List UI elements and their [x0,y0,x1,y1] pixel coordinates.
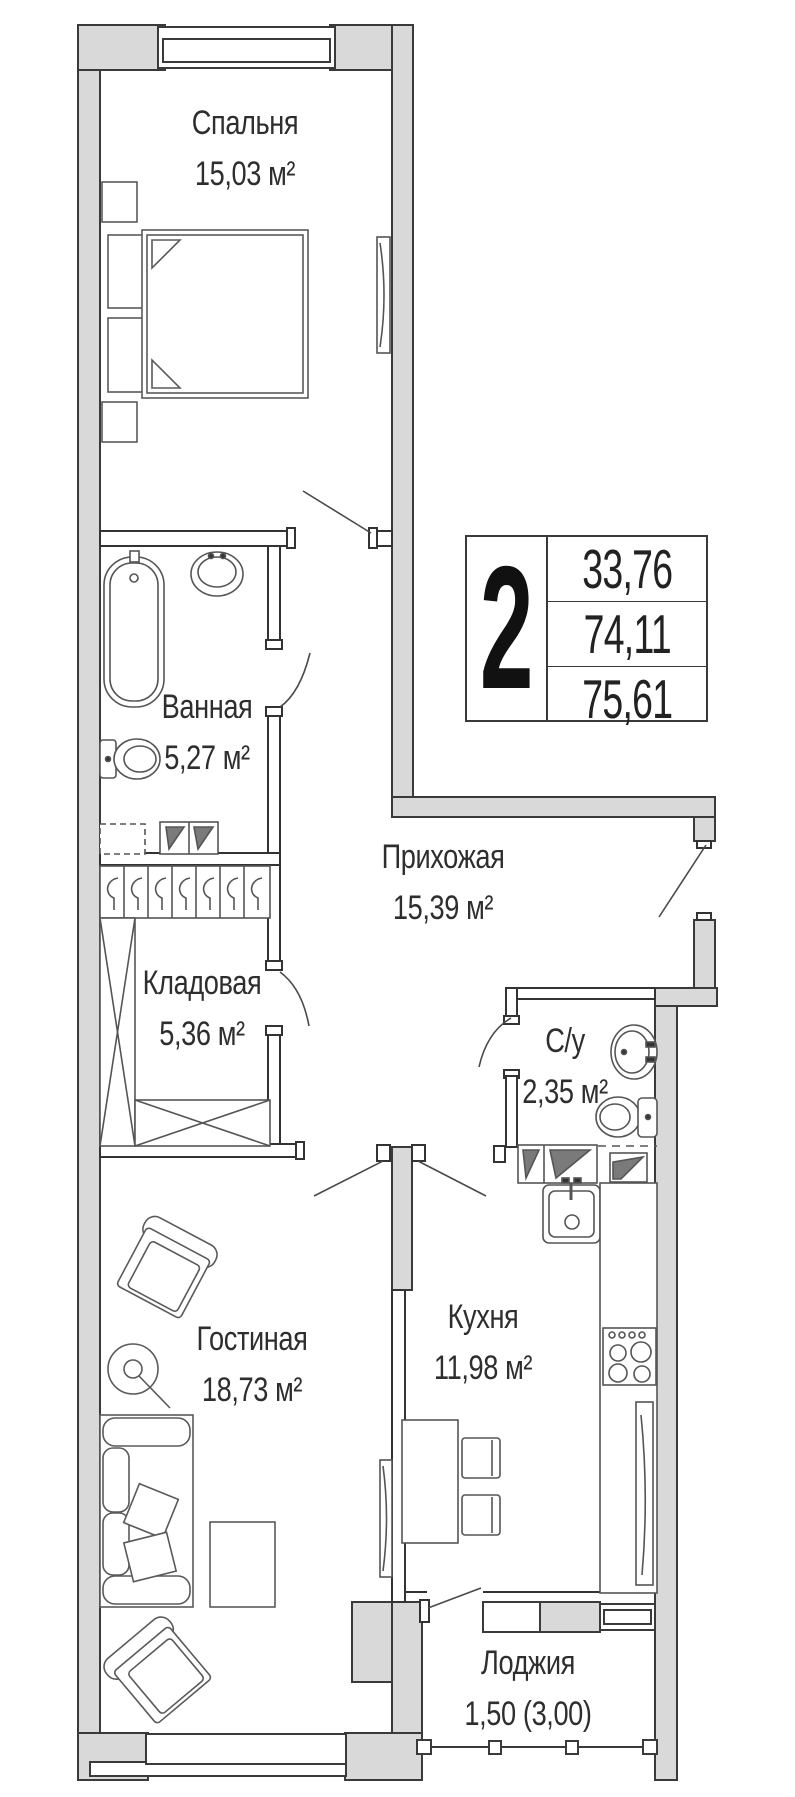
bathroom-fixtures [99,550,244,855]
room-name: Кладовая [142,964,262,1002]
room-area: 5,36 м² [159,1015,245,1053]
room-label-bathroom: Ванная 5,27 м² [162,688,253,777]
room-name: Прихожая [381,838,505,876]
loggia-door-panel [482,1601,541,1633]
washer-space-icon [99,821,219,855]
washbasin-icon [190,551,244,597]
stove-icon [602,1327,657,1386]
floor-lamp-icon [107,1343,171,1409]
room-label-kitchen: Кухня 11,98 м² [433,1298,533,1387]
shelf-box-icon [134,1099,271,1147]
storage-door-leaf [279,971,310,1027]
storage-fixtures [99,865,271,1147]
room-name: Лоджия [481,1644,575,1682]
bedroom-door-leaf [302,490,372,534]
loggia-window [599,1603,656,1631]
toilet-icon [99,738,161,780]
wc-toilet-icon [595,1096,658,1138]
room-area: 15,03 м² [194,155,296,193]
wc-fixtures [517,1024,658,1184]
coat-rack-icon [99,865,271,919]
apartment-area-value: 74,11 [583,603,671,665]
bedroom-window [157,26,336,69]
room-name: С/у [545,1022,585,1060]
wc-washer-icon [517,1144,648,1184]
total-area-value: 75,61 [581,668,673,730]
room-area: 11,98 м² [433,1349,533,1387]
room-label-loggia: Лоджия 1,50 (3,00) [464,1644,592,1733]
outer-walls [77,24,718,1781]
wc-door-leaf [478,1017,512,1068]
door-leaves [279,490,707,1609]
rooms-count-cell: 2 [467,537,548,720]
rooms-count: 2 [479,530,534,726]
living-radiator-icon [379,1459,393,1578]
interior-walls [99,527,712,1623]
room-area: 15,39 м² [392,889,494,927]
sofa-icon [99,1414,194,1608]
room-area: 2,35 м² [522,1073,608,1111]
bathtub-icon [103,550,165,708]
wc-sink-icon [610,1024,658,1080]
room-label-wc: С/у 2,35 м² [522,1022,608,1111]
wardrobe-icon [99,917,136,1147]
nightstand-bottom [107,317,146,393]
coffee-table-icon [209,1521,276,1608]
apartment-info-box: 2 33,76 74,11 75,61 [465,535,708,730]
entrance-door-leaf [658,844,707,918]
total-area-cell: 75,61 [548,667,706,731]
bedroom-radiator-icon [376,236,391,354]
living-area-value: 33,76 [581,538,673,600]
room-area: 18,73 м² [201,1371,303,1409]
room-area: 5,27 м² [164,739,250,777]
bedroom-cabinet-bottom [101,401,138,443]
kitchen-fixtures [401,1177,658,1594]
room-label-living: Гостиная 18,73 м² [197,1320,308,1409]
armchair-bottom-icon [103,1616,212,1724]
room-area: 1,50 (3,00) [464,1695,592,1733]
kitchen-sink-icon [542,1177,601,1244]
living-room-furniture [99,1215,276,1724]
room-name: Ванная [161,688,253,726]
bathroom-door-leaf [279,652,311,708]
windows [89,26,656,1777]
tall-cabinet-icon [635,1401,654,1586]
apartment-area-cell: 74,11 [548,602,706,667]
bedroom-furniture [101,181,309,443]
bed-icon [141,229,309,399]
room-name: Кухня [447,1298,519,1336]
kitchen-table-icon [401,1419,501,1544]
living-room-window [89,1733,347,1777]
kitchen-doorway-left-leaf [313,1160,384,1197]
room-name: Спальня [191,104,299,142]
loggia-door-leaf [427,1587,482,1609]
room-name: Гостиная [196,1320,308,1358]
room-label-hallway: Прихожая 15,39 м² [382,838,505,927]
areas-column: 33,76 74,11 75,61 [548,537,706,730]
bedroom-cabinet-top [101,181,138,223]
room-label-storage: Кладовая 5,36 м² [143,964,262,1053]
living-area-cell: 33,76 [548,537,706,602]
loggia-balustrade [416,1739,658,1755]
radiators [376,236,393,1578]
kitchen-doorway-right-leaf [417,1160,487,1197]
room-label-bedroom: Спальня 15,03 м² [192,104,299,193]
nightstand-top [107,234,146,309]
armchair-top-icon [116,1215,218,1319]
